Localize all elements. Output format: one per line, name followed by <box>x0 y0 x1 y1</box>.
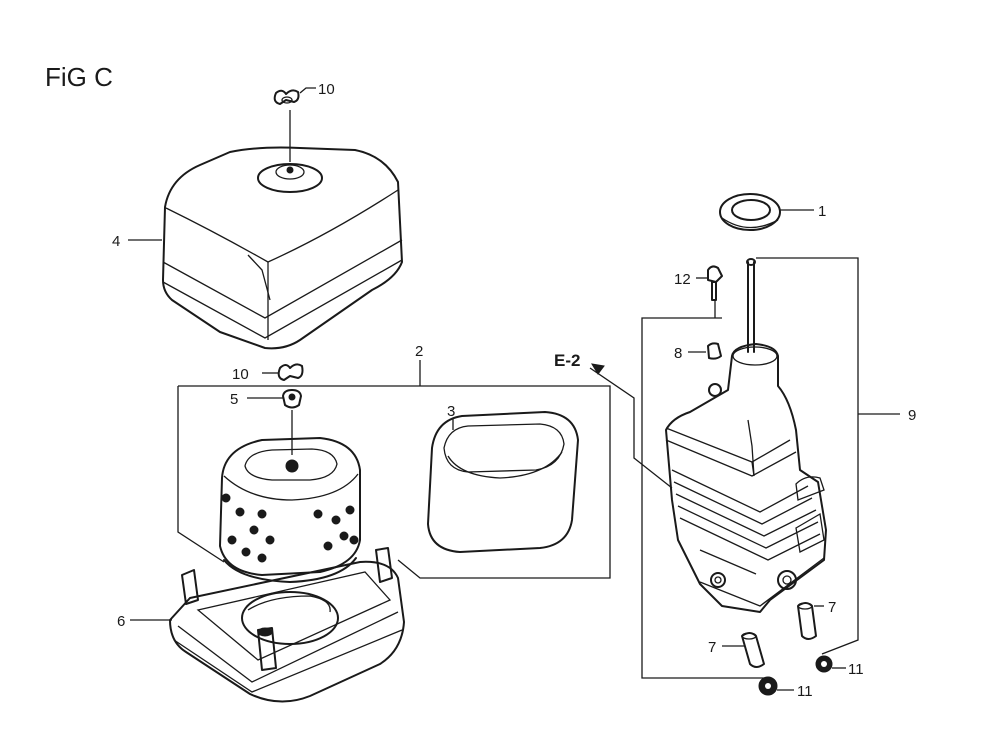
wing-nut-top <box>273 89 300 105</box>
callout-12: 12 <box>674 271 691 288</box>
callout-7-right: 7 <box>828 599 836 616</box>
callout-5: 5 <box>230 391 238 408</box>
foam-element <box>427 411 579 553</box>
callout-9: 9 <box>908 407 916 424</box>
callout-e2: E-2 <box>554 351 580 370</box>
callout-11-right: 11 <box>848 661 864 678</box>
grommet <box>282 389 302 409</box>
callout-10-lower: 10 <box>232 366 249 383</box>
callout-4: 4 <box>112 233 120 250</box>
air-cleaner-cover <box>162 110 403 350</box>
callout-10-top: 10 <box>318 81 335 98</box>
wing-nut-lower <box>277 363 304 381</box>
paper-filter <box>219 437 361 583</box>
callout-8: 8 <box>674 345 682 362</box>
nut-left <box>758 676 778 696</box>
callout-11-left: 11 <box>797 683 813 700</box>
seal-ring <box>719 193 781 231</box>
callout-1: 1 <box>818 203 826 220</box>
collar <box>707 342 722 360</box>
callout-6: 6 <box>117 613 125 630</box>
callout-3: 3 <box>447 403 455 420</box>
callout-2: 2 <box>415 343 423 360</box>
figure-title: FiG C <box>45 62 113 92</box>
bolt <box>707 265 723 301</box>
tube-left <box>741 632 765 668</box>
callout-7-left: 7 <box>708 639 716 656</box>
nut-right <box>815 655 833 673</box>
tube-right <box>797 602 817 640</box>
air-cleaner-case <box>665 258 827 613</box>
air-cleaner-base <box>169 547 405 703</box>
